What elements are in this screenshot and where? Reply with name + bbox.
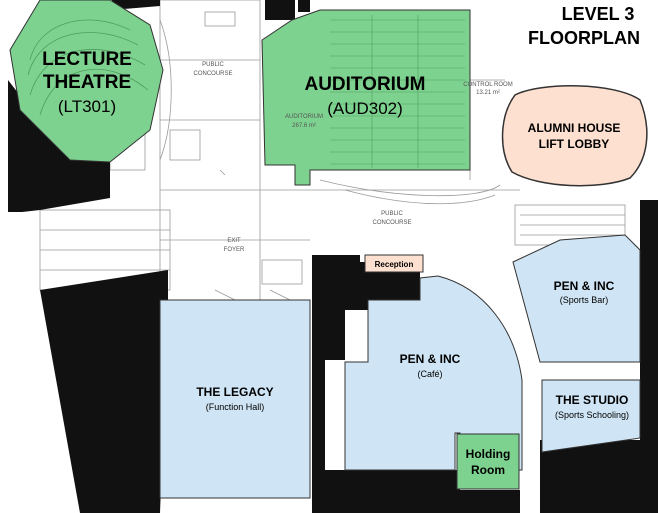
- alumni-house-label-1: ALUMNI HOUSE: [528, 121, 621, 135]
- public-concourse-2-line1: PUBLIC: [381, 211, 403, 217]
- pen-inc-cafe-sub: (Café): [417, 369, 442, 379]
- wall-masses: [8, 0, 658, 513]
- lecture-theatre-code: (LT301): [58, 97, 116, 116]
- title-floorplan: FLOORPLAN: [528, 28, 640, 48]
- alumni-house-room[interactable]: [501, 85, 648, 187]
- exit-foyer-line1: EXIT: [227, 238, 241, 244]
- legacy-room[interactable]: [159, 299, 311, 499]
- studio-room[interactable]: [541, 379, 641, 453]
- reception-label: Reception: [375, 260, 414, 269]
- legacy-sub: (Function Hall): [206, 402, 265, 412]
- lecture-theatre-room[interactable]: [9, 0, 164, 163]
- reception-room[interactable]: [364, 254, 424, 273]
- title-level: LEVEL 3: [562, 4, 635, 24]
- pen-inc-cafe-label: PEN & INC: [400, 352, 461, 366]
- holding-room[interactable]: [456, 433, 520, 490]
- alumni-house-label-2: LIFT LOBBY: [539, 137, 610, 151]
- holding-room-label-1: Holding: [466, 447, 511, 461]
- auditorium-area-line2: 267.6 m²: [292, 123, 316, 129]
- auditorium-room[interactable]: [261, 9, 471, 186]
- public-concourse-2-line2: CONCOURSE: [372, 220, 411, 226]
- lecture-theatre-label-1: LECTURE: [42, 49, 132, 70]
- control-room-line2: 13.21 m²: [476, 90, 500, 96]
- pen-inc-bar-label: PEN & INC: [554, 279, 615, 293]
- public-concourse-1-line2: CONCOURSE: [193, 71, 232, 77]
- public-concourse-1-line1: PUBLIC: [202, 62, 224, 68]
- studio-sub: (Sports Schooling): [555, 410, 629, 420]
- lecture-theatre-label-2: THEATRE: [43, 72, 131, 93]
- pen-inc-bar-sub: (Sports Bar): [560, 295, 609, 305]
- legacy-label: THE LEGACY: [196, 385, 273, 399]
- control-room-line1: CONTROL ROOM: [463, 82, 512, 88]
- studio-label: THE STUDIO: [556, 393, 629, 407]
- holding-room-label-2: Room: [471, 463, 505, 477]
- pen-inc-sports-bar-room[interactable]: [512, 234, 641, 363]
- exit-foyer-line2: FOYER: [224, 247, 245, 253]
- pen-inc-cafe-room[interactable]: [344, 275, 523, 471]
- lecture-theatre-seating: [27, 19, 149, 116]
- auditorium-label: AUDITORIUM: [304, 74, 425, 95]
- auditorium-code: (AUD302): [327, 99, 403, 118]
- auditorium-area-line1: AUDITORIUM: [285, 114, 323, 120]
- auditorium-seating: [330, 15, 465, 168]
